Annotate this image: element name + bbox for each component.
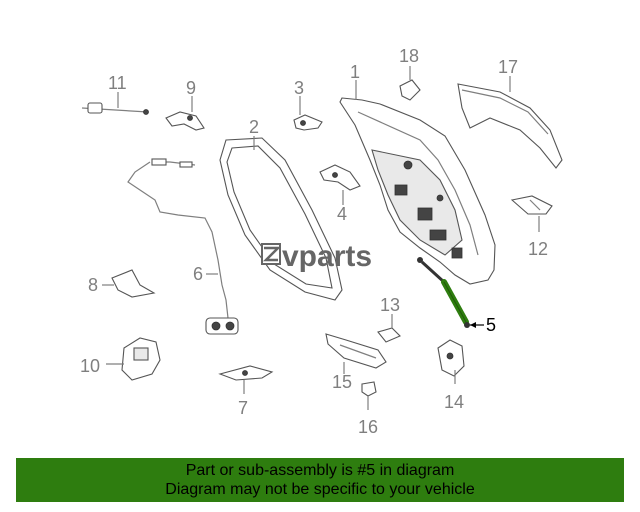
part-5-lift-support xyxy=(417,257,470,328)
part-14-striker xyxy=(437,339,465,377)
callout-7: 7 xyxy=(238,398,248,418)
callout-8: 8 xyxy=(88,275,98,295)
part-2-weatherstrip xyxy=(219,137,343,301)
part-13-stop xyxy=(377,327,401,343)
part-4-bracket xyxy=(319,164,361,191)
info-banner: Part or sub-assembly is #5 in diagram Di… xyxy=(16,458,624,502)
callout-17: 17 xyxy=(498,57,518,77)
callout-16: 16 xyxy=(358,417,378,437)
callout-18: 18 xyxy=(399,46,419,66)
callout-5: 5 xyxy=(486,315,496,335)
part-17-outer-panel xyxy=(457,83,563,169)
callout-6: 6 xyxy=(193,264,203,284)
callout-4: 4 xyxy=(337,204,347,224)
vparts-logo: vparts xyxy=(261,240,372,273)
parts-diagram: 1 2 3 4 5 6 xyxy=(80,46,563,437)
part-3-hinge xyxy=(293,114,323,131)
part-6-harness xyxy=(127,158,239,335)
part-12-bumper xyxy=(510,195,553,215)
callout-13: 13 xyxy=(380,295,400,315)
part-7-guide xyxy=(218,365,274,381)
callout-1: 1 xyxy=(350,62,360,82)
callout-9: 9 xyxy=(186,78,196,98)
part-8-bracket xyxy=(111,269,156,298)
banner-line-1: Part or sub-assembly is #5 in diagram xyxy=(185,462,455,479)
callout-12: 12 xyxy=(528,239,548,259)
part-15-plate xyxy=(325,333,387,369)
callout-2: 2 xyxy=(249,117,259,137)
part-16-clip xyxy=(361,381,377,397)
callout-14: 14 xyxy=(444,392,464,412)
logo-text: vparts xyxy=(282,240,372,273)
part-1-liftgate xyxy=(339,97,496,285)
callout-15: 15 xyxy=(332,372,352,392)
part-10-actuator xyxy=(121,337,161,381)
callout-11: 11 xyxy=(108,73,127,93)
part-9-clip xyxy=(165,111,205,131)
part-18-cap xyxy=(399,79,421,101)
callout-10: 10 xyxy=(80,356,100,376)
callout-3: 3 xyxy=(294,78,304,98)
part-11-rod xyxy=(81,102,149,115)
banner-line-2: Diagram may not be specific to your vehi… xyxy=(165,481,475,498)
